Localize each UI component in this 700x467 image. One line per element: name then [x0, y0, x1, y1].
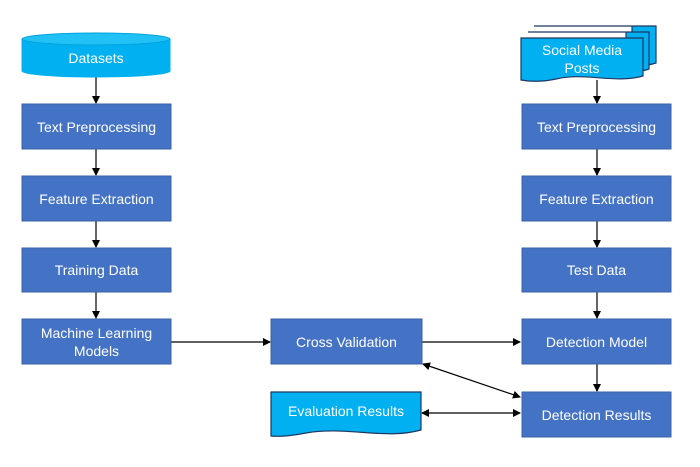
detection-results-box: [521, 391, 672, 438]
datasets-node: [21, 32, 171, 78]
right-feature-extraction-text: Feature Extraction: [539, 190, 654, 207]
right-text-preprocessing-label: Text Preprocessing: [522, 104, 671, 149]
evaluation-results-label: Evaluation Results: [271, 395, 421, 427]
left-text-preprocessing-box: [21, 103, 172, 150]
social-media-document-front: [520, 37, 644, 82]
left-text-preprocessing-label: Text Preprocessing: [22, 104, 171, 149]
test-data-text: Test Data: [566, 262, 627, 278]
detection-model-text: Detection Model: [545, 333, 648, 350]
left-feature-extraction-box: [21, 175, 172, 222]
left-feature-extraction-text: Feature Extraction: [39, 190, 154, 207]
left-feature-extraction-label: Feature Extraction: [22, 176, 171, 221]
detection-model-box: [521, 318, 672, 365]
datasets-label: Datasets: [22, 45, 170, 71]
left-text-preprocessing-text: Text Preprocessing: [36, 118, 157, 135]
test-data-label: Test Data: [522, 248, 671, 292]
detection-results-text: Detection Results: [541, 406, 652, 423]
training-data-text: Training Data: [54, 262, 139, 278]
detection-results-label: Detection Results: [522, 392, 671, 437]
training-data-label: Training Data: [22, 248, 171, 292]
detection-model-label: Detection Model: [522, 319, 671, 364]
test-data-box: [521, 247, 672, 293]
social-media-posts-label: Social Media Posts: [521, 40, 643, 78]
social-media-text-line1: Social Media: [541, 42, 623, 58]
ml-models-box: [21, 318, 172, 365]
evaluation-results-text: Evaluation Results: [288, 403, 404, 419]
datasets-cylinder-shape: [21, 39, 171, 78]
social-media-posts-node: [520, 25, 657, 82]
ml-models-text-line1: Machine Learning: [40, 324, 153, 341]
right-text-preprocessing-box: [521, 103, 672, 150]
ml-models-label: Machine Learning Models: [22, 319, 171, 364]
datasets-text: Datasets: [68, 50, 124, 66]
ml-models-text-line2: Models: [73, 342, 120, 359]
right-feature-extraction-label: Feature Extraction: [522, 176, 671, 221]
evaluation-results-document: [270, 391, 422, 437]
right-text-preprocessing-text: Text Preprocessing: [536, 118, 657, 135]
right-feature-extraction-box: [521, 175, 672, 222]
training-data-box: [21, 247, 172, 293]
cross-validation-text: Cross Validation: [296, 333, 397, 350]
edge-detection-results-cross-validation: [422, 362, 521, 399]
cross-validation-box: [270, 318, 423, 365]
social-media-text-line2: Posts: [564, 60, 600, 76]
connectors: [92, 77, 601, 417]
datasets-cylinder-top: [21, 32, 171, 46]
cross-validation-label: Cross Validation: [271, 319, 422, 364]
